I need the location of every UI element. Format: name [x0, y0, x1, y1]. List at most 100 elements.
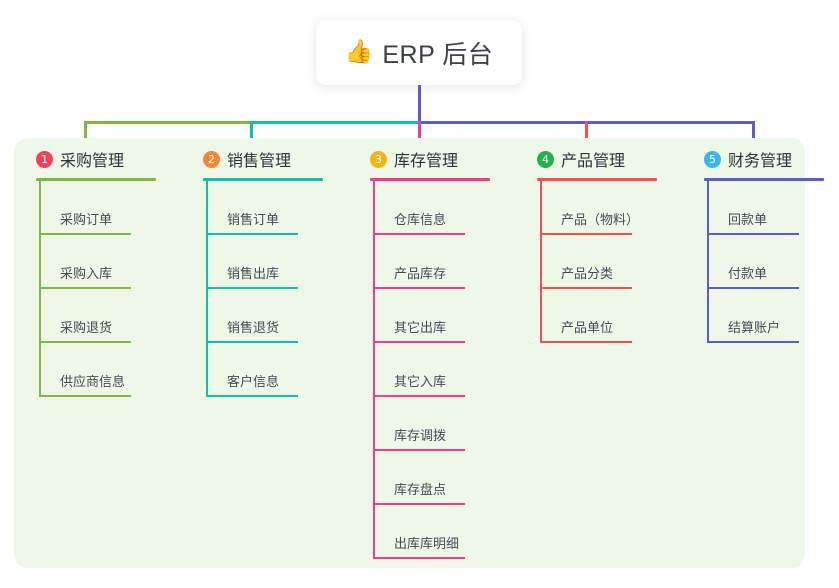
branch-column-4: 4 产品管理产品（物料） 产品分类产品单位	[537, 138, 697, 343]
branch-spine	[707, 181, 709, 343]
branch-child-item[interactable]: 产品（物料）	[537, 181, 697, 235]
branch-children: 销售订单销售出库销售退货客户信息	[203, 181, 363, 397]
branch-child-label: 采购退货	[60, 320, 113, 335]
branch-child-underline	[206, 233, 298, 235]
branch-child-underline	[540, 287, 632, 289]
branch-header-2[interactable]: 2 销售管理	[203, 138, 363, 174]
branch-child-label: 付款单	[728, 266, 768, 281]
branch-badge-icon: 3	[370, 150, 387, 168]
branch-child-underline	[373, 341, 465, 343]
branch-child-item[interactable]: 产品单位	[537, 289, 697, 343]
branch-child-item[interactable]: 回款单	[704, 181, 839, 235]
branch-child-label: 其它出库	[394, 320, 447, 335]
branch-title: 产品管理	[561, 153, 626, 170]
branch-child-item[interactable]: 采购订单	[36, 181, 196, 235]
branch-title: 财务管理	[728, 153, 793, 170]
branch-child-item[interactable]: 客户信息	[203, 343, 363, 397]
branch-spine	[39, 181, 41, 397]
root-node[interactable]: 👍 ERP 后台	[316, 20, 522, 85]
branch-child-item[interactable]: 仓库信息	[370, 181, 530, 235]
branch-badge-icon: 5	[704, 150, 721, 168]
branch-child-underline	[206, 341, 298, 343]
connector-bus-green	[84, 121, 252, 124]
branch-child-item[interactable]: 产品分类	[537, 235, 697, 289]
branch-badge-icon: 2	[203, 150, 220, 168]
branch-child-underline	[707, 341, 799, 343]
branch-child-underline	[373, 557, 465, 559]
branch-child-label: 其它入库	[394, 374, 447, 389]
branch-child-underline	[373, 503, 465, 505]
branch-column-2: 2 销售管理销售订单销售出库销售退货客户信息	[203, 138, 363, 397]
branch-child-item[interactable]: 采购退货	[36, 289, 196, 343]
branch-child-item[interactable]: 其它入库	[370, 343, 530, 397]
branch-child-label: 产品（物料）	[561, 212, 640, 227]
root-node-label: ERP 后台	[382, 40, 494, 69]
connector-bus-teal	[250, 121, 420, 124]
branch-child-underline	[373, 287, 465, 289]
branch-child-label: 采购入库	[60, 266, 113, 281]
branch-child-underline	[39, 395, 131, 397]
connector-drop-3	[418, 121, 421, 153]
branch-child-item[interactable]: 其它出库	[370, 289, 530, 343]
branch-child-underline	[373, 449, 465, 451]
branch-child-item[interactable]: 出库库明细	[370, 505, 530, 559]
branch-child-item[interactable]: 供应商信息	[36, 343, 196, 397]
branch-child-item[interactable]: 库存调拨	[370, 397, 530, 451]
connector-trunk	[418, 85, 421, 123]
branch-child-item[interactable]: 付款单	[704, 235, 839, 289]
branch-child-label: 客户信息	[227, 374, 280, 389]
branch-underline	[370, 178, 490, 181]
branch-child-label: 产品分类	[561, 266, 614, 281]
branch-underline	[36, 178, 156, 181]
branch-child-item[interactable]: 产品库存	[370, 235, 530, 289]
branch-badge-icon: 4	[537, 150, 554, 168]
branch-child-item[interactable]: 库存盘点	[370, 451, 530, 505]
branch-child-underline	[39, 341, 131, 343]
branch-spine	[540, 181, 542, 343]
branch-child-underline	[707, 287, 799, 289]
branch-child-label: 产品单位	[561, 320, 614, 335]
branch-underline	[203, 178, 323, 181]
branch-child-item[interactable]: 销售出库	[203, 235, 363, 289]
branch-title: 销售管理	[227, 153, 292, 170]
branch-title: 库存管理	[394, 153, 459, 170]
branch-child-label: 仓库信息	[394, 212, 447, 227]
branch-child-underline	[39, 233, 131, 235]
branch-child-underline	[540, 341, 632, 343]
branch-title: 采购管理	[60, 153, 125, 170]
branch-header-3[interactable]: 3 库存管理	[370, 138, 530, 174]
branch-children: 仓库信息产品库存其它出库其它入库库存调拨库存盘点出库库明细	[370, 181, 530, 559]
branch-spine	[206, 181, 208, 397]
branch-header-4[interactable]: 4 产品管理	[537, 138, 697, 174]
branch-child-item[interactable]: 采购入库	[36, 235, 196, 289]
branches-panel	[14, 138, 805, 568]
branch-child-underline	[707, 233, 799, 235]
branch-spine	[373, 181, 375, 559]
branch-underline	[704, 178, 824, 181]
branch-child-label: 采购订单	[60, 212, 113, 227]
branch-child-underline	[206, 395, 298, 397]
branch-children: 回款单付款单结算账户	[704, 181, 839, 343]
branch-child-underline	[373, 395, 465, 397]
branch-child-label: 结算账户	[728, 320, 781, 335]
branch-child-item[interactable]: 结算账户	[704, 289, 839, 343]
connector-drop-1	[84, 121, 87, 153]
branch-column-5: 5 财务管理回款单付款单结算账户	[704, 138, 839, 343]
branch-child-item[interactable]: 销售订单	[203, 181, 363, 235]
connector-drop-5	[752, 121, 755, 153]
branch-child-label: 出库库明细	[394, 536, 460, 551]
connector-drop-2	[250, 121, 253, 153]
branch-child-label: 销售出库	[227, 266, 280, 281]
branch-child-label: 回款单	[728, 212, 768, 227]
branch-child-item[interactable]: 销售退货	[203, 289, 363, 343]
branch-underline	[537, 178, 657, 181]
branch-child-label: 产品库存	[394, 266, 447, 281]
thumbs-up-icon: 👍	[344, 39, 374, 65]
branch-children: 采购订单采购入库采购退货供应商信息	[36, 181, 196, 397]
branch-header-5[interactable]: 5 财务管理	[704, 138, 839, 174]
branch-child-label: 供应商信息	[60, 374, 126, 389]
branch-child-underline	[206, 287, 298, 289]
